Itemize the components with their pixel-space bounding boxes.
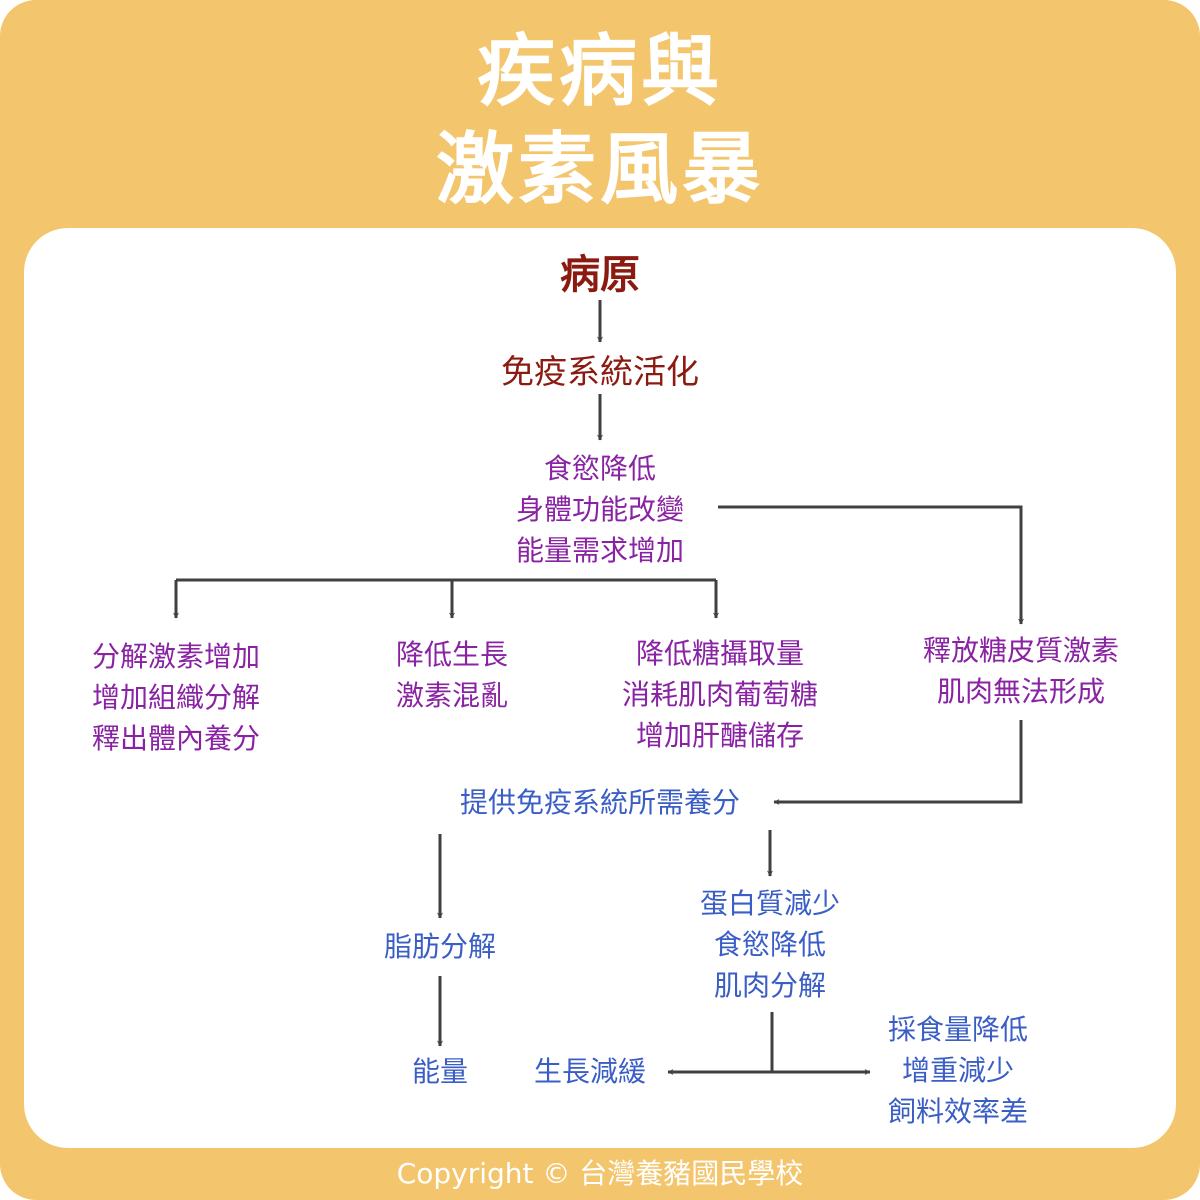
node-pathogen-text: 病原 (560, 252, 640, 298)
protein-line-2: 食慾降低 (713, 928, 826, 961)
fat-text: 脂肪分解 (383, 930, 496, 963)
performance-line-1: 採食量降低 (887, 1013, 1028, 1046)
title-line-1: 疾病與 (476, 27, 723, 117)
node-slow-growth: 生長減緩 (510, 1051, 670, 1092)
glucose-line-3: 增加肝醣儲存 (635, 719, 804, 752)
nutrients-text: 提供免疫系統所需養分 (459, 786, 740, 819)
node-appetite-block: 食慾降低 身體功能改變 能量需求增加 (450, 448, 750, 571)
glucose-line-2: 消耗肌肉葡萄糖 (621, 678, 818, 711)
cortisol-line-1: 釋放糖皮質激素 (922, 634, 1119, 667)
performance-line-2: 增重減少 (901, 1054, 1014, 1087)
growth-hormone-line-2: 激素混亂 (395, 679, 508, 712)
protein-line-3: 肌肉分解 (713, 969, 826, 1002)
title-line-2: 激素風暴 (435, 125, 764, 215)
cortisol-line-2: 肌肉無法形成 (936, 675, 1105, 708)
performance-line-3: 飼料效率差 (887, 1095, 1028, 1128)
energy-text: 能量 (411, 1055, 468, 1088)
appetite-line-1: 食慾降低 (543, 452, 656, 485)
node-pathogen: 病原 (500, 250, 700, 300)
node-protein: 蛋白質減少 食慾降低 肌肉分解 (660, 883, 880, 1006)
protein-line-1: 蛋白質減少 (699, 887, 840, 920)
catabolic-line-3: 釋出體內養分 (91, 722, 260, 755)
glucose-line-1: 降低糖攝取量 (635, 637, 804, 670)
node-fat: 脂肪分解 (340, 926, 540, 967)
node-performance: 採食量降低 增重減少 飼料效率差 (858, 1009, 1058, 1132)
node-growth-hormone: 降低生長 激素混亂 (342, 634, 562, 716)
slow-growth-text: 生長減緩 (533, 1055, 646, 1088)
growth-hormone-line-1: 降低生長 (395, 638, 508, 671)
node-cortisol: 釋放糖皮質激素 肌肉無法形成 (880, 630, 1162, 712)
node-glucose: 降低糖攝取量 消耗肌肉葡萄糖 增加肝醣儲存 (580, 633, 860, 756)
catabolic-line-2: 增加組織分解 (91, 681, 260, 714)
node-immune-activation-text: 免疫系統活化 (501, 352, 699, 391)
node-nutrients: 提供免疫系統所需養分 (410, 782, 790, 823)
arrow-to-cortisol (718, 505, 1024, 625)
node-energy: 能量 (370, 1051, 510, 1092)
diagram-panel (24, 228, 1176, 1148)
appetite-line-3: 能量需求增加 (515, 534, 684, 567)
node-catabolic: 分解激素增加 增加組織分解 釋出體內養分 (46, 636, 306, 759)
appetite-line-2: 身體功能改變 (515, 493, 684, 526)
copyright-footer: Copyright © 台灣養豬國民學校 (396, 1157, 804, 1190)
catabolic-line-1: 分解激素增加 (91, 640, 260, 673)
node-immune-activation: 免疫系統活化 (430, 352, 770, 392)
arrow-cortisol-to-nutrients (773, 720, 1023, 805)
